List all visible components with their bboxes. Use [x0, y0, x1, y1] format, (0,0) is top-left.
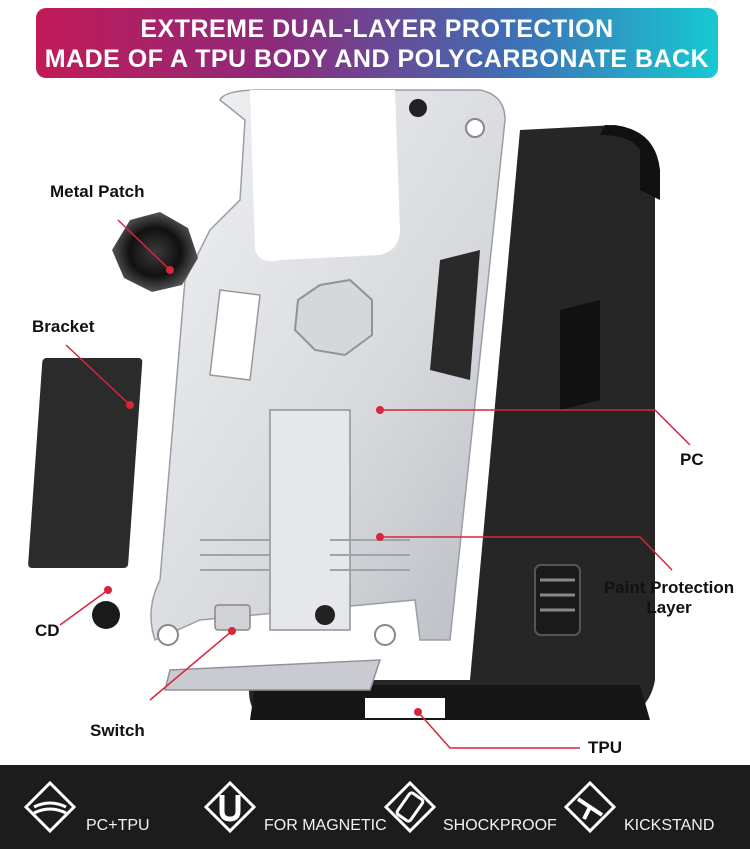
- callout-tpu: TPU: [588, 738, 622, 757]
- callout-paint-protection: Paint Protection Layer: [596, 578, 742, 618]
- callout-switch: Switch: [90, 721, 145, 740]
- feature-kickstand: KICKSTAND: [560, 765, 745, 849]
- feature-bar: PC+TPU FOR MAGNETIC SHOCKPROOF KICKSTAND: [0, 765, 750, 849]
- feature-label: SHOCKPROOF: [443, 817, 557, 834]
- case-illustration: [28, 89, 691, 749]
- feature-label: PC+TPU: [86, 817, 150, 834]
- exploded-product-view: Metal Patch Bracket PC Paint Protection …: [0, 80, 750, 760]
- banner-line-2: MADE OF A TPU BODY AND POLYCARBONATE BAC…: [44, 45, 710, 73]
- shockproof-phone-icon: [383, 780, 437, 834]
- callout-cd: CD: [35, 621, 60, 640]
- callout-lines: [59, 219, 691, 749]
- callout-metal-patch: Metal Patch: [50, 182, 145, 201]
- callout-bracket: Bracket: [32, 317, 95, 336]
- callout-paint-protection-line2: Layer: [646, 598, 692, 617]
- feature-label: FOR MAGNETIC: [264, 817, 387, 834]
- banner-line-1: EXTREME DUAL-LAYER PROTECTION: [140, 15, 614, 43]
- feature-shockproof: SHOCKPROOF: [380, 765, 570, 849]
- magnet-icon: [203, 780, 257, 834]
- feature-label: KICKSTAND: [624, 817, 715, 834]
- kickstand-icon: [563, 780, 617, 834]
- callout-pc: PC: [680, 450, 704, 469]
- bracket-shape: [28, 358, 143, 568]
- feature-pc-tpu: PC+TPU: [20, 765, 190, 849]
- feature-magnetic: FOR MAGNETIC: [200, 765, 395, 849]
- header-banner: EXTREME DUAL-LAYER PROTECTION MADE OF A …: [36, 8, 718, 78]
- layers-icon: [23, 780, 77, 834]
- callout-paint-protection-line1: Paint Protection: [603, 578, 735, 597]
- metal-patch-shape: [112, 212, 198, 292]
- callout-dots: [104, 266, 422, 716]
- tpu-body: [249, 125, 660, 720]
- pc-shell: [150, 89, 506, 691]
- cd-disc-shape: [92, 601, 120, 629]
